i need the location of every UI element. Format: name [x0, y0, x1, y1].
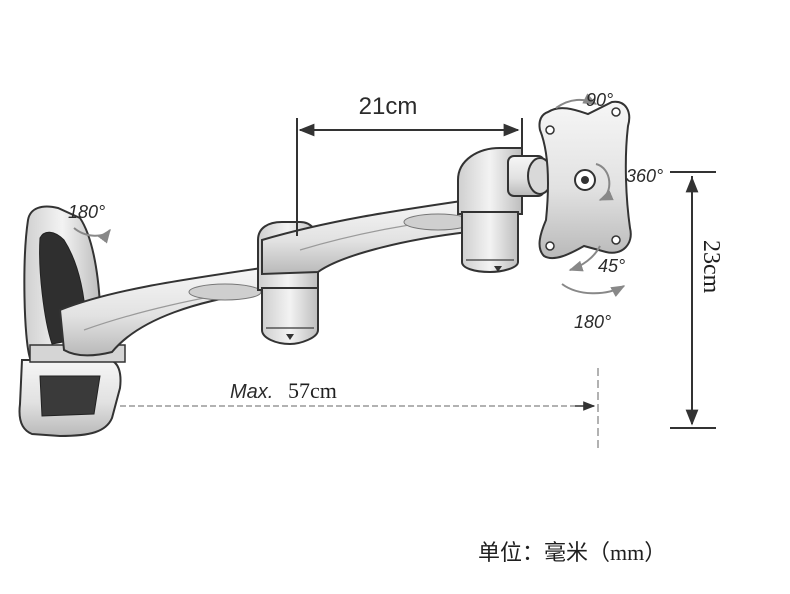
dimension-height: 23cm [670, 171, 724, 429]
first-arm [58, 266, 263, 357]
rotation-arrows [73, 93, 626, 298]
dimension-arm-segment: 21cm [296, 93, 523, 236]
vesa-plate [538, 100, 632, 260]
height-label: 23cm [698, 240, 724, 294]
bottom-pan-label: 180° [574, 312, 611, 332]
wall-pan-label: 180° [68, 202, 105, 222]
second-arm [261, 198, 473, 276]
arm-segment-label: 21cm [359, 93, 418, 120]
max-extension-value: 57cm [288, 378, 337, 403]
max-extension-prefix: Max. [230, 381, 273, 403]
top-tilt-label: 90° [586, 90, 613, 110]
tilt-label: 45° [598, 256, 625, 276]
dimension-max-extension: Max. 57cm [120, 368, 599, 450]
unit-note: 单位：毫米（mm） [478, 540, 666, 565]
head-joint [457, 147, 553, 274]
swivel-label: 360° [626, 166, 663, 186]
